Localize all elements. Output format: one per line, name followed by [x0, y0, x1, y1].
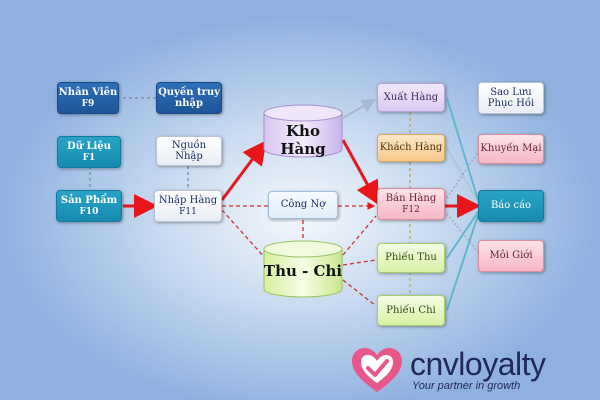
node-nhan-vien[interactable]: Nhân Viên F9 — [57, 82, 119, 114]
node-thu-chi[interactable]: Thu - Chi — [263, 240, 343, 298]
node-phieu-chi-label: Phiếu Chi — [386, 304, 436, 316]
node-nhan-vien-key: F9 — [81, 98, 95, 109]
logo-tagline: Your partner in growth — [412, 380, 521, 392]
arrow-khohang-xuathang — [342, 98, 376, 119]
cnvloyalty-logo: cnvloyalty Your partner in growth — [350, 344, 598, 398]
thu-chi-label: Thu - Chi — [263, 262, 343, 280]
node-kho-hang[interactable]: Kho Hàng — [263, 104, 343, 158]
node-sao-luu-line1: Sao Lưu — [490, 86, 532, 98]
dash-nhaphang-thuchi — [221, 209, 266, 259]
node-du-lieu-key: F1 — [82, 152, 96, 163]
node-san-pham-key: F10 — [79, 206, 99, 217]
logo-wordmark: cnvloyalty — [410, 346, 546, 382]
dash-thuchi-banhang — [342, 215, 377, 256]
node-ban-hang-key: F12 — [402, 204, 420, 215]
node-ban-hang-label: Bán Hàng — [385, 193, 437, 205]
node-xuat-hang[interactable]: Xuất Hàng — [377, 83, 445, 112]
dot-banhang-khuyenmai — [446, 151, 479, 199]
arrow-nhaphang-khohang — [220, 140, 267, 201]
kho-hang-cylinder — [263, 104, 343, 158]
dash-thuchi-phieuthu — [342, 259, 377, 266]
dash-thuchi-phieuchi — [342, 279, 377, 307]
node-khuyen-mai[interactable]: Khuyến Mại — [478, 134, 544, 164]
node-nhap-hang-label: Nhập Hàng — [158, 195, 218, 207]
conn-phieuthu-baocao — [446, 211, 479, 259]
node-khuyen-mai-label: Khuyến Mại — [480, 143, 542, 155]
node-nguon-nhap-label: Nguồn Nhập — [171, 139, 207, 163]
node-quyen-line2: nhập — [174, 98, 203, 109]
thu-chi-cylinder — [263, 240, 343, 298]
node-sao-luu[interactable]: Sao Lưu Phục Hồi — [478, 82, 544, 114]
node-moi-gioi-label: Môi Giới — [489, 250, 533, 262]
node-nguon-nhap[interactable]: Nguồn Nhập — [156, 136, 222, 166]
kho-hang-label: Kho Hàng — [280, 122, 326, 158]
node-cong-no[interactable]: Công Nợ — [268, 191, 338, 219]
node-phieu-thu[interactable]: Phiếu Thu — [377, 243, 445, 273]
conn-xuat-baocao — [446, 97, 479, 201]
node-xuat-hang-label: Xuất Hàng — [383, 91, 439, 103]
node-khach-hang[interactable]: Khách Hàng — [377, 134, 445, 162]
conn-phieuchi-baocao — [446, 214, 479, 311]
node-ban-hang[interactable]: Bán Hàng F12 — [377, 188, 445, 220]
node-bao-cao-label: Báo cáo — [490, 200, 532, 212]
dot-banhang-moigioi — [446, 213, 479, 253]
node-nhan-vien-label: Nhân Viên — [58, 87, 118, 99]
node-nhap-hang-key: F11 — [179, 206, 197, 217]
heart-logo-icon — [352, 348, 402, 392]
node-nhap-hang[interactable]: Nhập Hàng F11 — [154, 190, 222, 222]
arrow-khohang-banhang — [341, 139, 379, 206]
node-sao-luu-line2: Phục Hồi — [487, 98, 535, 109]
node-du-lieu-label: Dữ Liệu — [67, 141, 111, 153]
node-quyen-truy-nhap[interactable]: Quyền truy nhập — [156, 82, 222, 114]
node-san-pham[interactable]: Sản Phẩm F10 — [56, 190, 122, 222]
node-du-lieu[interactable]: Dữ Liệu F1 — [57, 136, 121, 168]
node-cong-no-label: Công Nợ — [280, 199, 326, 211]
node-phieu-chi[interactable]: Phiếu Chi — [377, 295, 445, 326]
node-quyen-line1: Quyền truy — [158, 86, 220, 98]
node-phieu-thu-label: Phiếu Thu — [385, 252, 437, 264]
node-khach-hang-label: Khách Hàng — [379, 142, 443, 154]
node-bao-cao[interactable]: Báo cáo — [478, 190, 544, 222]
node-san-pham-label: Sản Phẩm — [60, 195, 118, 207]
node-moi-gioi[interactable]: Môi Giới — [478, 240, 544, 272]
conn-khachhang-baocao — [446, 147, 479, 203]
